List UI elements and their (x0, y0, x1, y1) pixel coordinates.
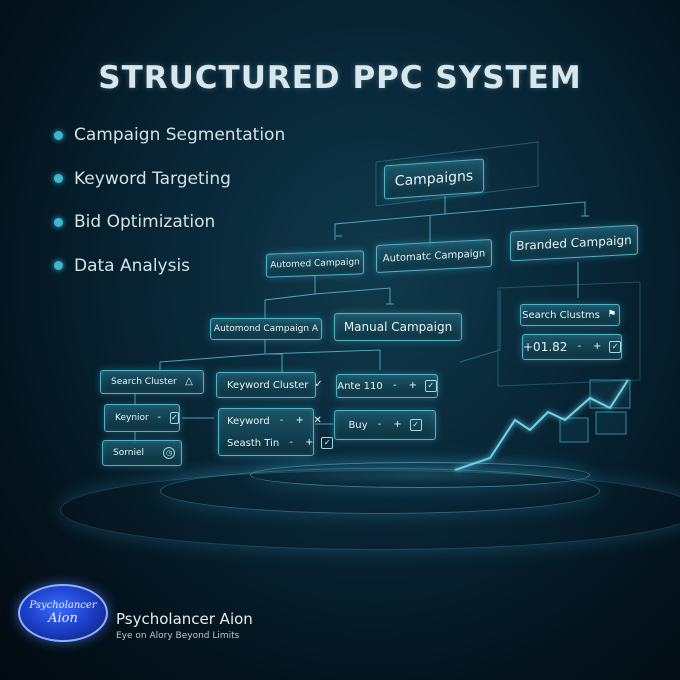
bird-icon: ✓ (314, 379, 323, 390)
check-box-icon[interactable]: ✓ (424, 380, 437, 392)
ante-110-node[interactable]: Ante 110 - + ✓ (336, 374, 438, 398)
logo-text-line1: Psycholancer (29, 600, 97, 611)
campaigns-node[interactable]: Campaigns (384, 158, 484, 200)
feature-label: Data Analysis (74, 255, 191, 276)
brand-tagline: Eye on Alory Beyond Limits (116, 631, 240, 641)
plus-icon[interactable]: + (408, 380, 417, 391)
trend-chart (454, 379, 631, 471)
feature-list: Campaign Segmentation Keyword Targeting … (54, 124, 285, 298)
feature-item: Keyword Targeting (54, 168, 285, 190)
brand-block: Psycholancer Aion Eye on Alory Beyond Li… (116, 610, 253, 641)
buy-node[interactable]: Buy - + ✓ (334, 410, 436, 440)
bullet-dot-icon (54, 217, 63, 227)
node-label: Automond Campaign A (213, 324, 319, 334)
minus-icon[interactable]: - (377, 419, 382, 430)
node-label: Campaigns (394, 168, 474, 190)
cross-icon[interactable]: ✕ (313, 415, 322, 426)
node-label: Sorniel (113, 448, 145, 458)
logo-text-line2: Aion (48, 611, 78, 626)
automond-campaign-a-node[interactable]: Automond Campaign A (210, 318, 322, 340)
feature-label: Keyword Targeting (74, 168, 231, 189)
seasth-tin-row: Seasth Tin - + ✓ (227, 435, 334, 451)
node-label: Keyword Cluster (227, 379, 309, 391)
plus-icon[interactable]: + (295, 415, 304, 426)
plus-icon[interactable]: + (592, 341, 602, 352)
node-label: Keynior (115, 413, 149, 423)
check-box-icon[interactable]: ✓ (409, 419, 422, 431)
bullet-dot-icon (54, 174, 63, 183)
feature-item: Data Analysis (54, 255, 285, 277)
node-label: Buy (348, 419, 368, 431)
node-label: Branded Campaign (516, 232, 632, 254)
sorniel-node[interactable]: Sorniel ◷ (102, 440, 182, 466)
check-box-icon[interactable]: ✓ (321, 437, 334, 449)
minus-icon[interactable]: - (392, 380, 397, 391)
automed-campaign-node[interactable]: Automed Campaign (266, 250, 364, 278)
bid-value: +01.82 (523, 340, 568, 354)
flag-icon: ⚑ (607, 309, 617, 320)
page-title: STRUCTURED PPC SYSTEM (98, 60, 582, 96)
keyword-row: Keyword - + ✕ (227, 413, 324, 429)
keyword-cluster-node[interactable]: Keyword Cluster ✓ (216, 372, 323, 398)
brand-name: Psycholancer Aion (116, 610, 253, 628)
plus-icon[interactable]: + (305, 437, 314, 448)
node-label: Search Cluster (111, 377, 177, 387)
node-label: Seasth Tin (227, 437, 280, 449)
node-label: Manual Campaign (343, 320, 453, 334)
brand-logo: Psycholancer Aion (18, 584, 108, 642)
platform-ring-inner (250, 462, 590, 488)
bullet-dot-icon (54, 130, 63, 140)
node-label: Search Clustms (522, 309, 600, 321)
feature-item: Bid Optimization (54, 211, 285, 233)
feature-label: Campaign Segmentation (74, 125, 286, 145)
keyword-search-node[interactable]: Keyword - + ✕ Seasth Tin - + ✓ (218, 408, 334, 456)
keynior-node[interactable]: Keynior - ✓ (104, 404, 180, 432)
node-label: Keyword (227, 415, 270, 427)
node-label: Automatc Campaign (382, 247, 486, 265)
check-box-icon[interactable]: ✓ (609, 341, 621, 353)
feature-label: Bid Optimization (74, 212, 216, 232)
minus-icon[interactable]: - (279, 415, 284, 426)
node-label: Automed Campaign (270, 257, 360, 271)
bullet-dot-icon (54, 261, 63, 270)
check-box-icon[interactable]: ✓ (169, 412, 179, 424)
clock-icon: ◷ (163, 447, 175, 459)
minus-icon[interactable]: - (289, 437, 293, 448)
search-clustms-node[interactable]: Search Clustms ⚑ (520, 304, 620, 326)
minus-icon[interactable]: - (157, 412, 161, 423)
feature-item: Campaign Segmentation (54, 124, 285, 146)
search-cluster-node[interactable]: Search Cluster △ (100, 370, 204, 394)
bid-value-node[interactable]: +01.82 - + ✓ (522, 334, 622, 360)
manual-campaign-node[interactable]: Manual Campaign (334, 313, 462, 341)
minus-icon[interactable]: - (577, 341, 582, 352)
node-label: Ante 110 (337, 380, 383, 392)
plus-icon[interactable]: + (393, 419, 402, 430)
triangle-icon: △ (185, 376, 193, 387)
